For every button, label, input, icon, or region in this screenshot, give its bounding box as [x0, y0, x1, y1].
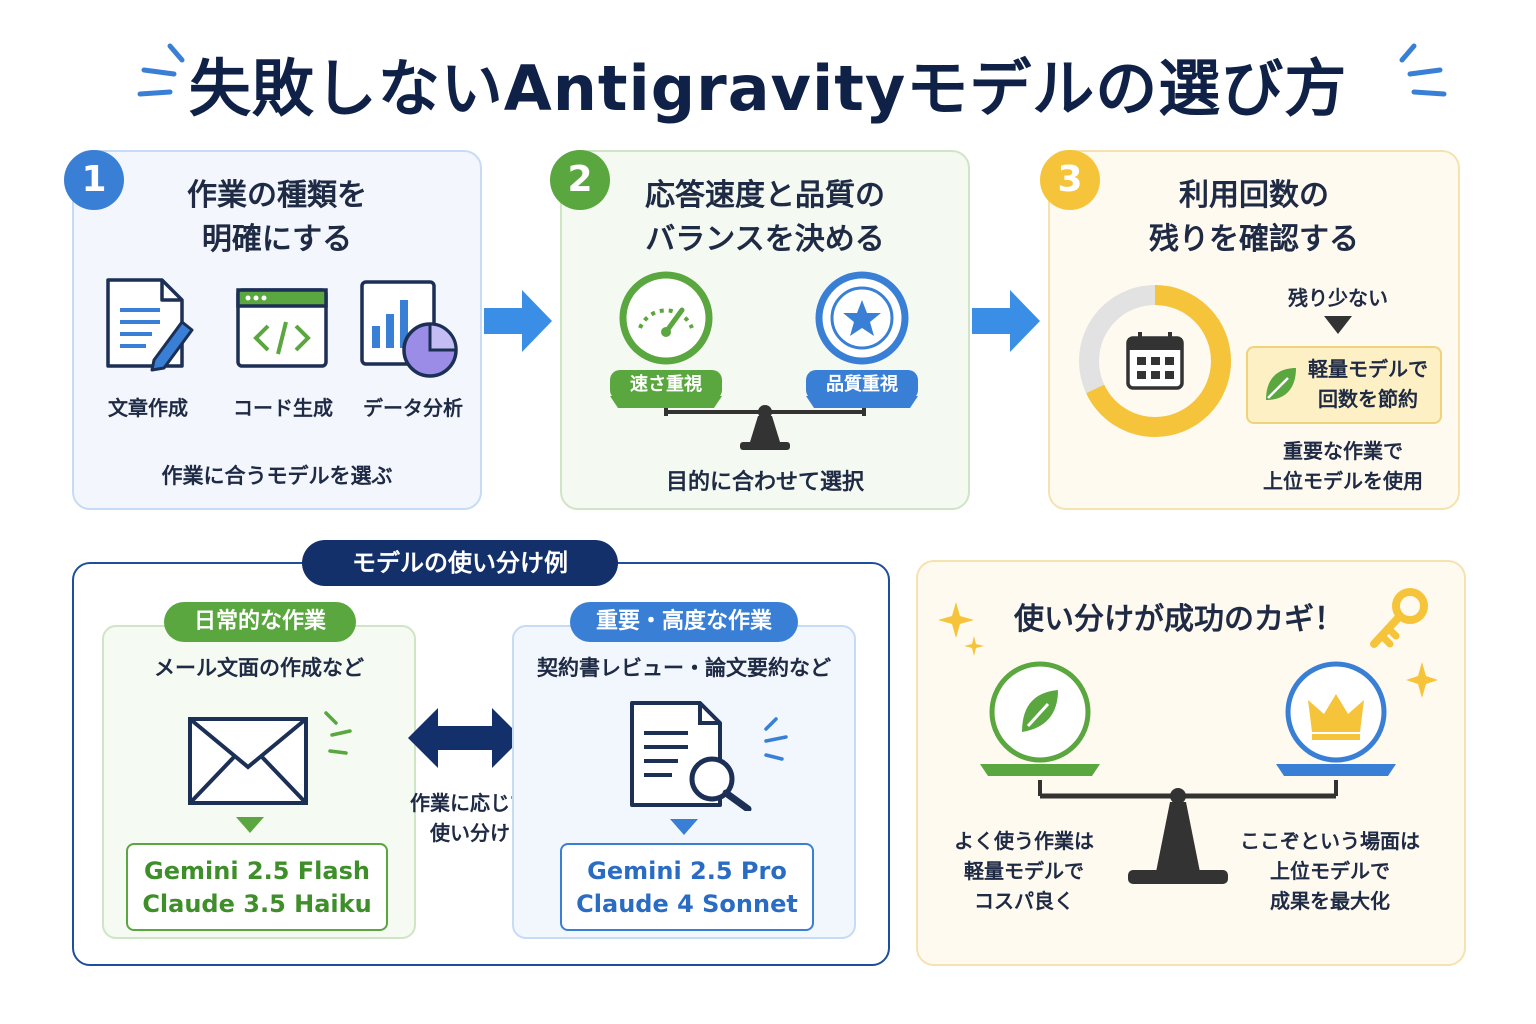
daily-model-line1: Gemini 2.5 Flash: [144, 857, 370, 885]
switch-line2: 使い分け: [430, 821, 510, 845]
key-left-line3: コスパ良く: [974, 889, 1074, 913]
icon-label-data: データ分析: [363, 396, 463, 420]
chart-pie-icon: [360, 280, 458, 378]
step-1-card: 作業の種類を 明確にする 文章作成 コード生成 データ分析 作業に合うモデルを選…: [72, 150, 482, 510]
light-model-line2: 回数を節約: [1318, 387, 1418, 411]
step-3-title-line2: 残りを確認する: [1149, 222, 1359, 257]
sparkle-lines-icon: [764, 717, 788, 761]
premium-models-box: Gemini 2.5 Pro Claude 4 Sonnet: [560, 843, 814, 931]
title-accent-left: [137, 43, 185, 97]
important-example: 契約書レビュー・論文要約など: [537, 656, 831, 680]
triangle-down-icon: [236, 817, 264, 833]
triangle-down-icon: [670, 819, 698, 835]
light-model-line1: 軽量モデルで: [1308, 357, 1428, 381]
important-line2: 上位モデルを使用: [1263, 469, 1423, 493]
step-1-badge: 1: [64, 150, 124, 210]
step-2-card: 応答速度と品質の バランスを決める 速さ重視 品質重視 目的に合わせて選択: [560, 150, 970, 510]
key-icon: [1370, 588, 1428, 648]
important-model-line2: Claude 4 Sonnet: [576, 890, 798, 918]
step-3-card: 利用回数の 残りを確認する 残り少ない 軽量モデルで 回数を節約 重要な作業で …: [1048, 150, 1460, 510]
key-card: [916, 560, 1466, 966]
document-pencil-icon: [106, 278, 194, 372]
double-arrow-icon: [408, 708, 522, 768]
step-1-caption: 作業に合うモデルを選ぶ: [161, 464, 393, 488]
remaining-gauge: [1079, 285, 1231, 437]
step-2-badge: 2: [550, 150, 610, 210]
daily-task-card: メール文面の作成など Gemini 2.5 Flash Claude 3.5 H…: [102, 625, 416, 939]
triangle-down-icon: [1324, 316, 1352, 334]
speed-priority-label: 速さ重視: [610, 370, 722, 400]
light-models-box: Gemini 2.5 Flash Claude 3.5 Haiku: [126, 843, 388, 931]
key-right-line3: 成果を最大化: [1270, 889, 1390, 913]
step-1-title-line1: 作業の種類を: [187, 178, 367, 213]
leaf-icon: [1266, 368, 1296, 400]
important-line1: 重要な作業で: [1283, 439, 1403, 463]
star-quality-icon: [815, 271, 909, 365]
key-title: 使い分けが成功のカギ！: [1014, 602, 1344, 637]
document-search-icon: [630, 701, 752, 811]
key-right-line2: 上位モデルで: [1270, 859, 1390, 883]
step-1-title-line2: 明確にする: [201, 222, 353, 257]
important-task-card: 契約書レビュー・論文要約など Gemini 2.5 Pro Claude 4 S…: [512, 625, 856, 939]
icon-label-code: コード生成: [233, 396, 333, 420]
daily-model-line2: Claude 3.5 Haiku: [142, 890, 372, 918]
key-balance-scale: [980, 661, 1396, 884]
usage-example-header: モデルの使い分け例: [302, 540, 618, 586]
light-model-box: 軽量モデルで 回数を節約: [1246, 346, 1442, 424]
key-left-line2: 軽量モデルで: [964, 859, 1084, 883]
sparkle-star-icon: [1406, 662, 1438, 698]
important-task-tag: 重要・高度な作業: [570, 602, 798, 642]
switch-line1: 作業に応じて: [410, 791, 530, 815]
important-model-line1: Gemini 2.5 Pro: [587, 857, 787, 885]
quality-priority-label: 品質重視: [806, 370, 918, 400]
icon-label-writing: 文章作成: [108, 396, 188, 420]
sparkle-lines-icon: [324, 711, 352, 755]
daily-example: メール文面の作成など: [154, 656, 364, 680]
arrow-right-icon: [972, 290, 1040, 352]
envelope-icon: [188, 717, 308, 805]
page-title: 失敗しないAntigravityモデルの選び方: [188, 52, 1348, 125]
step-3-badge: 3: [1040, 150, 1100, 210]
title-accent-right: [1399, 43, 1447, 97]
step-2-title-line2: バランスを決める: [645, 222, 885, 257]
key-left-line1: よく使う作業は: [954, 829, 1094, 853]
step-3-title-line1: 利用回数の: [1179, 178, 1329, 213]
sparkle-star-icon: [938, 602, 984, 656]
step-2-title-line1: 応答速度と品質の: [645, 178, 885, 213]
arrow-right-icon: [484, 290, 552, 352]
remaining-low-label: 残り少ない: [1288, 286, 1388, 310]
speedometer-icon: [619, 271, 713, 365]
key-right-line1: ここぞという場面は: [1240, 829, 1420, 853]
calendar-icon: [1126, 332, 1184, 390]
step-2-caption: 目的に合わせて選択: [665, 470, 864, 495]
code-window-icon: [236, 288, 328, 368]
daily-task-tag: 日常的な作業: [164, 602, 356, 642]
